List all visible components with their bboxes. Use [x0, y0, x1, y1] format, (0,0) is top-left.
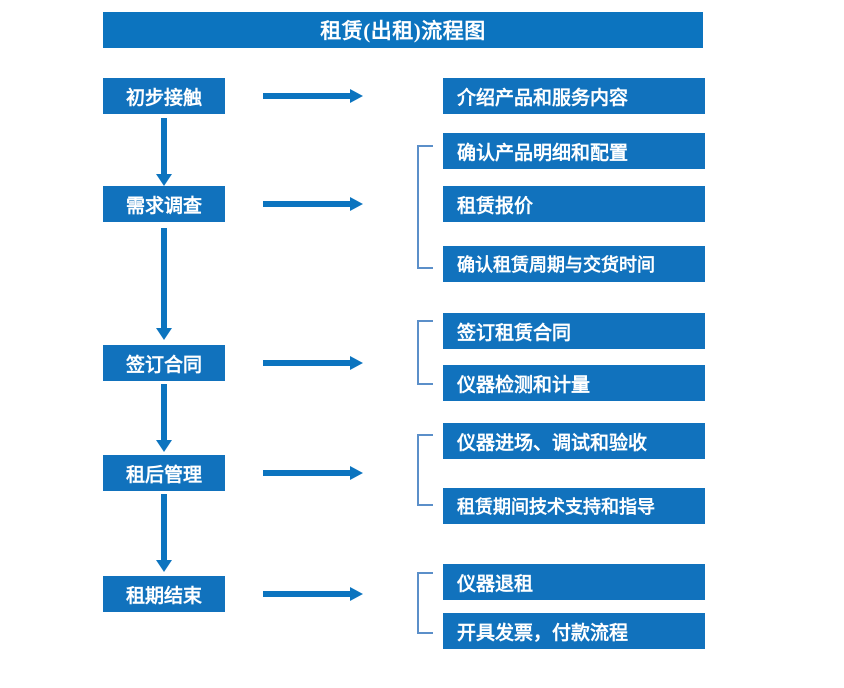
- detail-label-5: 签订租赁合同: [457, 322, 572, 344]
- detail-box-1[interactable]: 介绍产品和服务内容: [443, 78, 705, 114]
- stage-label-3: 签订合同: [125, 354, 202, 376]
- detail-box-10[interactable]: 开具发票，付款流程: [443, 613, 705, 649]
- stage-box-2[interactable]: 需求调查: [103, 186, 225, 222]
- stage-box-3[interactable]: 签订合同: [103, 345, 225, 381]
- horizontal-arrow-5: [263, 587, 363, 601]
- detail-label-7: 仪器进场、调试和验收: [457, 432, 648, 454]
- detail-label-10: 开具发票，付款流程: [457, 622, 629, 644]
- detail-box-3[interactable]: 租赁报价: [443, 186, 705, 222]
- detail-label-2: 确认产品明细和配置: [457, 142, 629, 164]
- horizontal-arrow-1: [263, 89, 363, 103]
- detail-label-1: 介绍产品和服务内容: [457, 87, 629, 109]
- detail-label-4: 确认租赁周期与交货时间: [457, 255, 655, 275]
- detail-box-5[interactable]: 签订租赁合同: [443, 313, 705, 349]
- stage-label-1: 初步接触: [125, 87, 202, 109]
- group-bracket-needs: [417, 145, 433, 269]
- vertical-arrow-1-2: [156, 118, 172, 186]
- vertical-arrow-3-4: [156, 384, 172, 452]
- stage-label-4: 租后管理: [125, 464, 202, 486]
- detail-box-9[interactable]: 仪器退租: [443, 564, 705, 600]
- detail-box-6[interactable]: 仪器检测和计量: [443, 365, 705, 401]
- stage-box-5[interactable]: 租期结束: [103, 576, 225, 612]
- vertical-arrow-4-5: [156, 494, 172, 572]
- vertical-arrow-2-3: [156, 228, 172, 340]
- horizontal-arrow-3: [263, 356, 363, 370]
- stage-box-1[interactable]: 初步接触: [103, 78, 225, 114]
- group-bracket-contract: [417, 320, 433, 385]
- detail-box-4[interactable]: 确认租赁周期与交货时间: [443, 246, 705, 282]
- horizontal-arrow-4: [263, 466, 363, 480]
- detail-box-7[interactable]: 仪器进场、调试和验收: [443, 423, 705, 459]
- detail-label-3: 租赁报价: [457, 195, 534, 217]
- stage-box-4[interactable]: 租后管理: [103, 455, 225, 491]
- detail-label-8: 租赁期间技术支持和指导: [457, 497, 655, 517]
- detail-box-2[interactable]: 确认产品明细和配置: [443, 133, 705, 169]
- stage-label-2: 需求调查: [125, 195, 202, 217]
- group-bracket-end: [417, 572, 433, 634]
- detail-label-9: 仪器退租: [457, 573, 534, 595]
- detail-box-8[interactable]: 租赁期间技术支持和指导: [443, 488, 705, 524]
- group-bracket-management: [417, 434, 433, 506]
- horizontal-arrow-2: [263, 197, 363, 211]
- stage-label-5: 租期结束: [125, 585, 202, 607]
- chart-title-banner: 租赁(出租)流程图: [103, 12, 703, 48]
- detail-label-6: 仪器检测和计量: [457, 374, 591, 396]
